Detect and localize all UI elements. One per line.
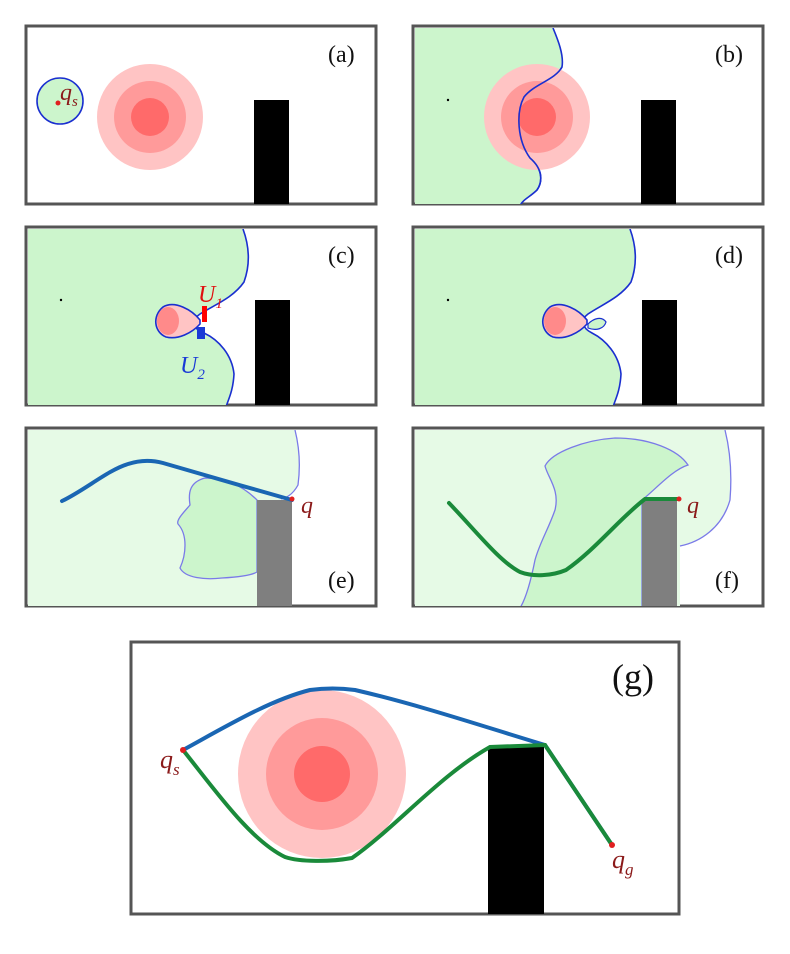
panel-label-g: (g) [612, 657, 654, 697]
inner-region [177, 477, 258, 580]
q-label: q [301, 493, 313, 519]
cost-field-inner [131, 98, 169, 136]
panel-a: qs (a) [24, 24, 378, 206]
explored-region [28, 229, 249, 405]
explored-region [415, 229, 636, 405]
path-blue [181, 686, 614, 847]
merged-region [587, 317, 607, 330]
point-q [676, 496, 682, 502]
panel-b: (b) [411, 24, 765, 206]
inner-region [520, 437, 690, 606]
obstacle [257, 500, 292, 606]
path-blue [60, 458, 294, 503]
panel-f: q (f) [411, 426, 765, 608]
panel-e: q (e) [24, 426, 378, 608]
panel-label-f: (f) [715, 568, 739, 594]
u2-label: U2 [180, 353, 205, 383]
q-label: q [687, 493, 699, 519]
point-q [289, 496, 295, 502]
start-point [180, 747, 186, 753]
u1-label: U1 [198, 282, 223, 312]
start-point [59, 298, 63, 302]
uncertainty-set-1 [202, 306, 207, 322]
uncertainty-set-2 [197, 327, 205, 339]
panel-label-a: (a) [328, 42, 355, 68]
obstacle [642, 500, 677, 606]
obstacle [488, 747, 544, 914]
panel-g: qs qg (g) [129, 640, 681, 916]
panel-label-b: (b) [715, 42, 743, 68]
obstacle [254, 100, 289, 204]
cost-field-inner [294, 746, 350, 802]
start-label: qs [60, 80, 78, 110]
panel-c: U1 U2 (c) [24, 225, 378, 407]
cost-field-inner [518, 98, 556, 136]
panel-d: (d) [411, 225, 765, 407]
path-green [181, 742, 614, 863]
start-point [55, 100, 61, 106]
obstacle [255, 300, 290, 405]
goal-point [609, 842, 615, 848]
path-green [447, 497, 681, 578]
goal-label: qg [612, 845, 634, 879]
region-boundary [679, 430, 732, 547]
start-region [36, 77, 84, 125]
start-point [446, 98, 450, 102]
obstacle [642, 300, 677, 405]
start-label: qs [160, 745, 180, 779]
panel-label-c: (c) [328, 243, 355, 269]
obstacle [641, 100, 676, 204]
panel-label-e: (e) [328, 568, 355, 594]
panel-label-d: (d) [715, 243, 743, 269]
start-point [446, 298, 450, 302]
